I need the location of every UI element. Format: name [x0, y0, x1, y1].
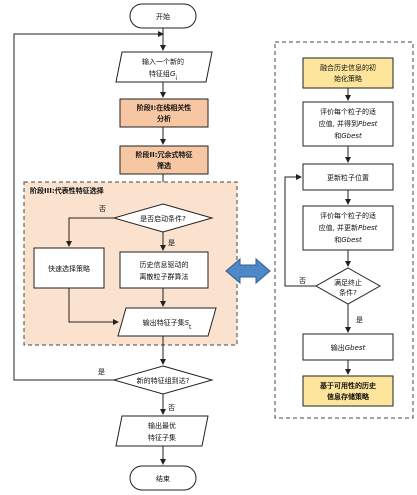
- output-best-line1: 输出最优: [148, 421, 176, 430]
- no-label-start: 否: [99, 205, 106, 213]
- update-position-label: 更新粒子位置: [327, 173, 369, 182]
- history-storage-line1: 基于可用性的历史: [319, 381, 377, 390]
- input-feature-group: [115, 51, 213, 83]
- fast-selection-box: [33, 247, 105, 289]
- evaluate-fitness-box-2: [302, 205, 394, 251]
- output-feature-subset: [117, 307, 217, 337]
- evaluate-2-line2: 应值, 并更新Pbest: [319, 223, 378, 232]
- stage3-title: 阶段III:代表性特征选择: [30, 186, 105, 195]
- init-strategy-box: [302, 57, 394, 89]
- end-label: 结束: [156, 474, 170, 483]
- stage1-line2: 分析: [157, 114, 171, 123]
- start-label: 开始: [156, 12, 170, 21]
- decision-stop-line2: 条件?: [339, 288, 357, 297]
- evaluate-1-line1: 评价每个粒子的适: [320, 107, 376, 116]
- evaluate-2-line1: 评价每个粒子的适: [320, 211, 376, 220]
- decision-stop-line1: 满足终止: [334, 278, 362, 287]
- input-feature-group-line1: 输入一个新的: [142, 57, 184, 66]
- history-storage-box: [302, 375, 394, 407]
- init-strategy-line2: 始化策略: [334, 74, 362, 83]
- end-terminal: [129, 465, 197, 491]
- evaluate-1-line2: 应值, 并得到Pbest: [319, 119, 378, 128]
- output-best-line2: 特征子集: [148, 433, 176, 442]
- output-best-subset: [115, 415, 209, 447]
- yes-label-start: 是: [168, 239, 175, 247]
- decision-new-group-label: 新的特征组到达?: [137, 376, 190, 385]
- evaluate-2-line3: 和Gbest: [334, 235, 362, 244]
- no-label-stop: 否: [299, 277, 306, 285]
- fast-selection-label: 快速选择策略: [48, 264, 90, 273]
- stage2-line2: 筛选: [157, 161, 171, 170]
- init-strategy-line1: 融合历史信息的初: [320, 63, 376, 72]
- no-label-arrive: 否: [168, 404, 175, 412]
- yes-label-arrive: 是: [98, 368, 105, 376]
- input-feature-group-line2: 特征组Gi: [149, 69, 177, 82]
- history-driven-line2: 离散粒子群算法: [140, 272, 189, 281]
- yes-label-stop: 是: [356, 316, 363, 324]
- evaluate-fitness-box-1: [302, 101, 394, 147]
- history-storage-line2: 信息存储策略: [327, 392, 370, 401]
- evaluate-1-line3: 和Gbest: [334, 131, 362, 140]
- stage2-box: [119, 145, 209, 175]
- stage1-line1: 阶段I:在线相关性: [137, 103, 191, 112]
- stage2-line1: 阶段II:冗余式特征: [135, 150, 192, 159]
- history-driven-line1: 历史信息驱动的: [140, 260, 189, 269]
- output-gbest-box: [302, 333, 394, 361]
- output-gbest-label: 输出Gbest: [331, 343, 366, 352]
- link-double-arrow: [225, 257, 271, 285]
- output-feature-subset-label: 输出特征子集St: [143, 318, 192, 331]
- stage1-box: [119, 98, 209, 128]
- decision-start-label: 是否启动条件?: [140, 214, 186, 223]
- history-driven-dpso-box: [119, 251, 209, 289]
